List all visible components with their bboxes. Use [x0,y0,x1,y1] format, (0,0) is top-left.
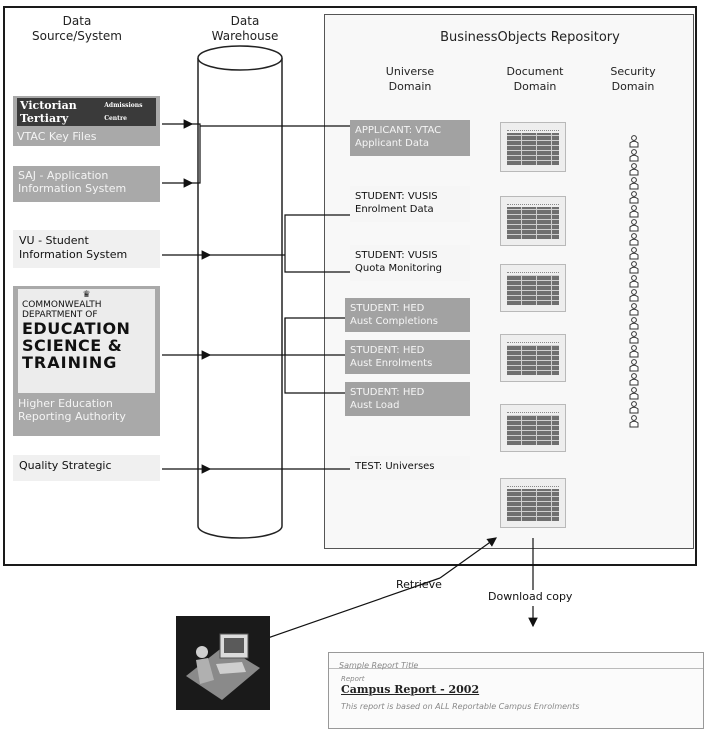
victorian-logo-text: Victorian Tertiary [20,99,77,125]
report-preview: Sample Report Title Report Campus Report… [328,652,704,729]
report-title: Campus Report - 2002 [341,683,480,696]
document-domain-header: Document Domain [506,65,564,93]
user-computer-icon [176,616,270,710]
dest-training: TRAINING [22,353,118,372]
universe-box: APPLICANT: VTAC Applicant Data [350,120,470,156]
universe-box: STUDENT: HED Aust Completions [345,298,470,332]
vu-student-source: VU - Student Information System [13,230,160,268]
victorian-logo: Victorian Tertiary Admissions Centre [17,98,156,126]
report-top-line: Sample Report Title [329,653,703,670]
download-copy-label: Download copy [488,590,573,603]
universe-domain-header: Universe Domain [385,65,435,93]
user-icon [629,359,639,372]
universe-box: STUDENT: HED Aust Load [345,382,470,416]
user-icon [629,345,639,358]
user-icon [629,289,639,302]
data-source-header: Data Source/System [31,14,122,43]
saj-source: SAJ - Application Information System [13,166,160,202]
dest-small-text: COMMONWEALTH DEPARTMENT OF [22,300,102,320]
document-icon [500,122,566,172]
universe-box: STUDENT: HED Aust Enrolments [345,340,470,374]
vtac-source: Victorian Tertiary Admissions Centre VTA… [13,96,160,146]
user-icon [629,373,639,386]
warehouse-cylinder [197,45,283,539]
document-icon [500,264,566,312]
security-domain-header: Security Domain [610,65,656,93]
user-icon [629,317,639,330]
user-icon [629,191,639,204]
report-small-label: Report [341,675,365,683]
document-icon [500,334,566,382]
victorian-logo-suffix: Admissions Centre [104,102,143,122]
universe-box: TEST: Universes [350,456,470,480]
report-body-line: This report is based on ALL Reportable C… [341,702,580,711]
user-icon [629,415,639,428]
user-icon [629,149,639,162]
document-icon [500,404,566,452]
user-icon [629,205,639,218]
repository-title: BusinessObjects Repository [440,30,620,45]
document-icon [500,196,566,246]
dest-science: SCIENCE & [22,336,123,355]
retrieve-label: Retrieve [396,578,442,591]
dest-logo: ♛ COMMONWEALTH DEPARTMENT OF EDUCATION S… [18,289,155,393]
dest-source: ♛ COMMONWEALTH DEPARTMENT OF EDUCATION S… [13,286,160,436]
vtac-label: VTAC Key Files [17,130,97,143]
user-icon [629,233,639,246]
document-icon [500,478,566,528]
user-icon [629,401,639,414]
user-icon [629,163,639,176]
crest-icon: ♛ [82,290,91,300]
universe-box: STUDENT: VUSIS Enrolment Data [350,186,470,222]
universe-box: STUDENT: VUSIS Quota Monitoring [350,245,470,281]
user-icon [629,303,639,316]
data-warehouse-header: Data Warehouse [211,14,279,43]
user-icon [629,387,639,400]
user-icon [629,177,639,190]
quality-strategic-source: Quality Strategic [13,455,160,481]
user-icon [629,247,639,260]
dest-education: EDUCATION [22,319,131,338]
user-icon [629,275,639,288]
architecture-frame [3,6,697,566]
security-users [628,135,640,435]
user-icon [629,135,639,148]
higher-ed-label: Higher Education Reporting Authority [18,397,126,423]
user-icon [629,261,639,274]
user-icon [629,219,639,232]
user-icon [629,331,639,344]
